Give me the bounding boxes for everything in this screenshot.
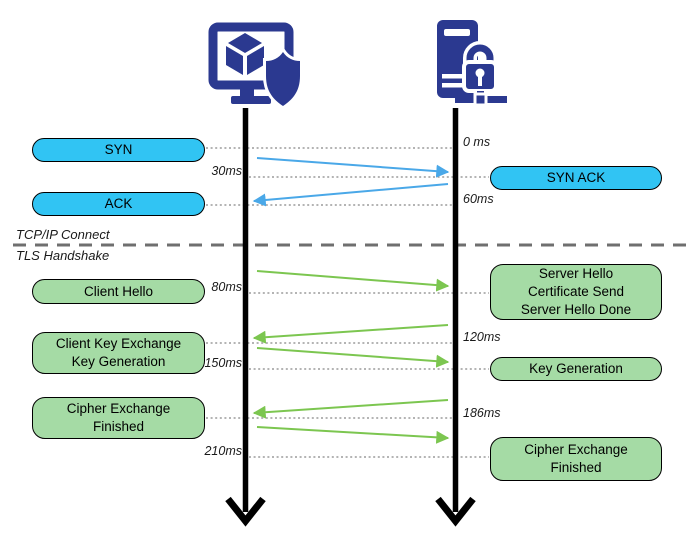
client-key-exchange-arrow (256, 347, 450, 368)
client-key-exchange-line2: Key Generation (71, 354, 166, 369)
tcp-section-label: TCP/IP Connect (16, 227, 110, 242)
client-cipher-exchange-box: Cipher Exchange Finished (32, 397, 205, 439)
secure-server-lock-icon (428, 14, 516, 108)
server-cipher-exchange-box: Cipher Exchange Finished (490, 437, 662, 481)
tls-arrows (252, 270, 450, 444)
client-cipher-line1: Cipher Exchange (66, 401, 171, 416)
syn-ack-arrow (252, 183, 449, 207)
client-lifeline-arrowhead (225, 496, 266, 527)
syn-arrow (256, 157, 450, 178)
server-key-generation-label: Key Generation (529, 361, 623, 376)
server-hello-line1: Server Hello (538, 266, 614, 281)
syn-box: SYN (32, 138, 205, 162)
client-hello-arrow (256, 270, 450, 292)
server-hello-line2: Certificate Send (527, 284, 625, 299)
time-label-150ms: 150ms (204, 356, 242, 370)
time-label-60ms: 60ms (463, 192, 494, 206)
secure-client-computer-icon (204, 18, 304, 110)
time-label-120ms: 120ms (463, 330, 501, 344)
syn-label: SYN (104, 142, 133, 157)
client-cipher-line2: Finished (92, 419, 145, 434)
time-gridlines (206, 147, 489, 458)
server-key-generation-box: Key Generation (490, 357, 662, 381)
client-key-exchange-line1: Client Key Exchange (55, 336, 182, 351)
time-label-80ms: 80ms (211, 280, 242, 294)
tcp-arrows (252, 157, 450, 207)
time-label-186ms: 186ms (463, 406, 501, 420)
server-lifeline-arrowhead (435, 496, 476, 527)
time-label-0ms: 0 ms (463, 135, 491, 149)
server-hello-arrow (252, 324, 449, 344)
server-hello-box: Server Hello Certificate Send Server Hel… (490, 264, 662, 320)
ack-label: ACK (104, 196, 133, 211)
client-hello-label: Client Hello (83, 283, 154, 299)
client-key-exchange-box: Client Key Exchange Key Generation (32, 332, 205, 374)
tls-section-label: TLS Handshake (16, 248, 110, 263)
time-label-30ms: 30ms (211, 164, 242, 178)
syn-ack-box: SYN ACK (490, 166, 662, 190)
ack-box: ACK (32, 192, 205, 216)
server-cipher-line2: Finished (550, 460, 602, 475)
client-cipher-arrow (256, 426, 450, 444)
server-hello-line3: Server Hello Done (520, 302, 632, 317)
lifelines (225, 108, 476, 527)
time-label-210ms: 210ms (204, 444, 242, 458)
server-cipher-line1: Cipher Exchange (524, 442, 628, 457)
client-hello-box: Client Hello (32, 279, 205, 304)
syn-ack-label: SYN ACK (546, 170, 606, 185)
server-cipher-arrow (252, 399, 449, 419)
